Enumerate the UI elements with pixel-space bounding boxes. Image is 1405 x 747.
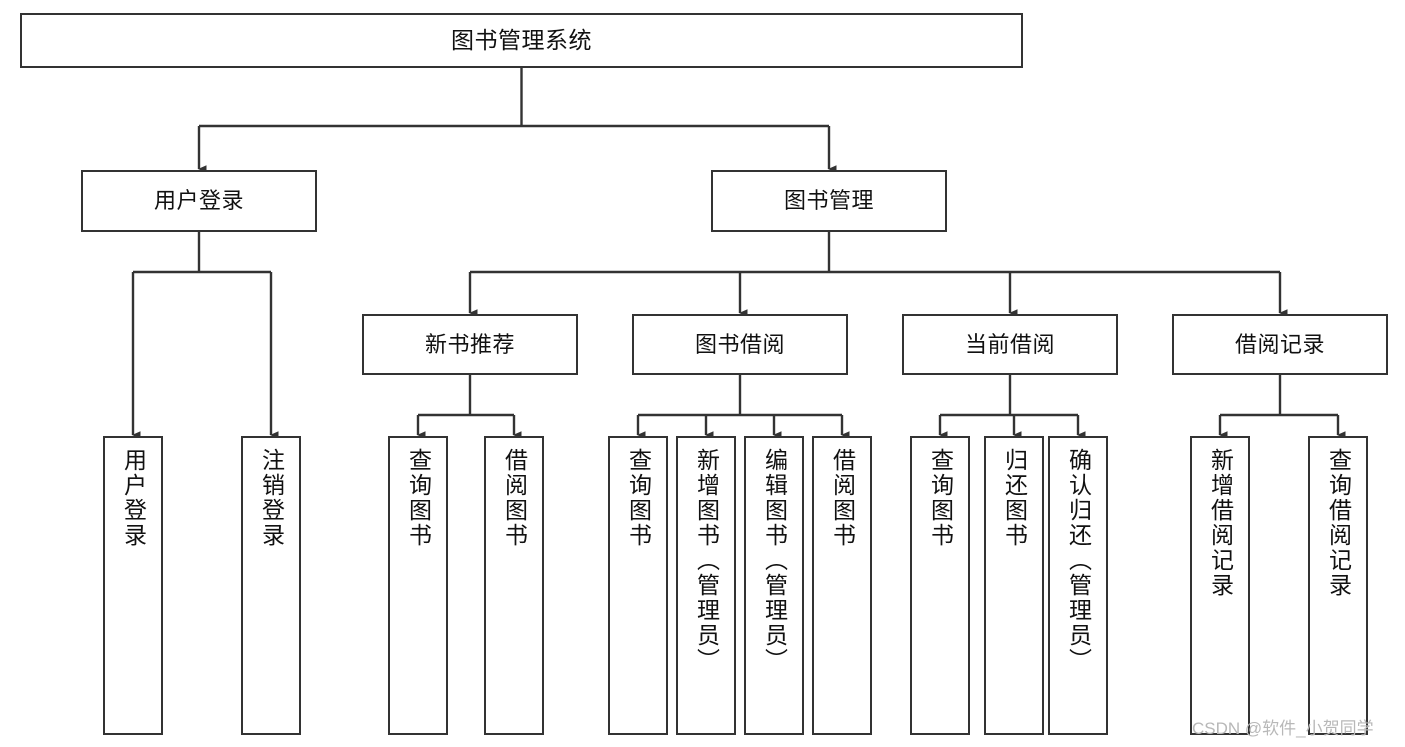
node-label: 编辑图书（管理员） xyxy=(761,448,788,673)
node-label: 查询图书 xyxy=(927,448,954,548)
node-borrow-record[interactable]: 借阅记录 xyxy=(1172,314,1388,375)
node-book-manage[interactable]: 图书管理 xyxy=(711,170,947,232)
node-label: 注销登录 xyxy=(258,448,285,548)
node-leaf-confirm-return[interactable]: 确认归还（管理员） xyxy=(1048,436,1108,735)
node-label: 新增图书（管理员） xyxy=(693,448,720,673)
node-label: 当前借阅 xyxy=(964,331,1055,357)
node-label: 图书管理 xyxy=(783,188,874,214)
watermark-label: CSDN @软件_小贺同学 xyxy=(1192,719,1374,738)
node-label: 归还图书 xyxy=(1001,448,1028,548)
node-label: 借阅图书 xyxy=(501,448,528,548)
node-book-borrow[interactable]: 图书借阅 xyxy=(632,314,848,375)
node-leaf-user-login[interactable]: 用户登录 xyxy=(103,436,163,735)
node-label: 借阅记录 xyxy=(1234,331,1325,357)
node-leaf-add-record[interactable]: 新增借阅记录 xyxy=(1190,436,1250,735)
node-leaf-query-book-3[interactable]: 查询图书 xyxy=(910,436,970,735)
node-leaf-logout[interactable]: 注销登录 xyxy=(241,436,301,735)
node-label: 新增借阅记录 xyxy=(1207,448,1234,598)
node-label: 查询借阅记录 xyxy=(1325,448,1352,598)
node-user-login[interactable]: 用户登录 xyxy=(81,170,317,232)
node-new-book-recommend[interactable]: 新书推荐 xyxy=(362,314,578,375)
node-leaf-return-book[interactable]: 归还图书 xyxy=(984,436,1044,735)
node-leaf-borrow-book-1[interactable]: 借阅图书 xyxy=(484,436,544,735)
node-leaf-add-book[interactable]: 新增图书（管理员） xyxy=(676,436,736,735)
node-label: 借阅图书 xyxy=(829,448,856,548)
node-leaf-query-record[interactable]: 查询借阅记录 xyxy=(1308,436,1368,735)
node-leaf-edit-book[interactable]: 编辑图书（管理员） xyxy=(744,436,804,735)
node-label: 用户登录 xyxy=(120,448,147,548)
node-leaf-query-book-1[interactable]: 查询图书 xyxy=(388,436,448,735)
node-label: 图书管理系统 xyxy=(451,26,592,53)
node-label: 新书推荐 xyxy=(424,331,515,357)
node-leaf-query-book-2[interactable]: 查询图书 xyxy=(608,436,668,735)
node-leaf-borrow-book-2[interactable]: 借阅图书 xyxy=(812,436,872,735)
node-label: 用户登录 xyxy=(153,188,244,214)
node-root-图书管理系统[interactable]: 图书管理系统 xyxy=(20,13,1023,68)
node-current-borrow[interactable]: 当前借阅 xyxy=(902,314,1118,375)
node-label: 确认归还（管理员） xyxy=(1065,448,1092,673)
node-label: 查询图书 xyxy=(625,448,652,548)
node-label: 查询图书 xyxy=(405,448,432,548)
node-label: 图书借阅 xyxy=(694,331,785,357)
